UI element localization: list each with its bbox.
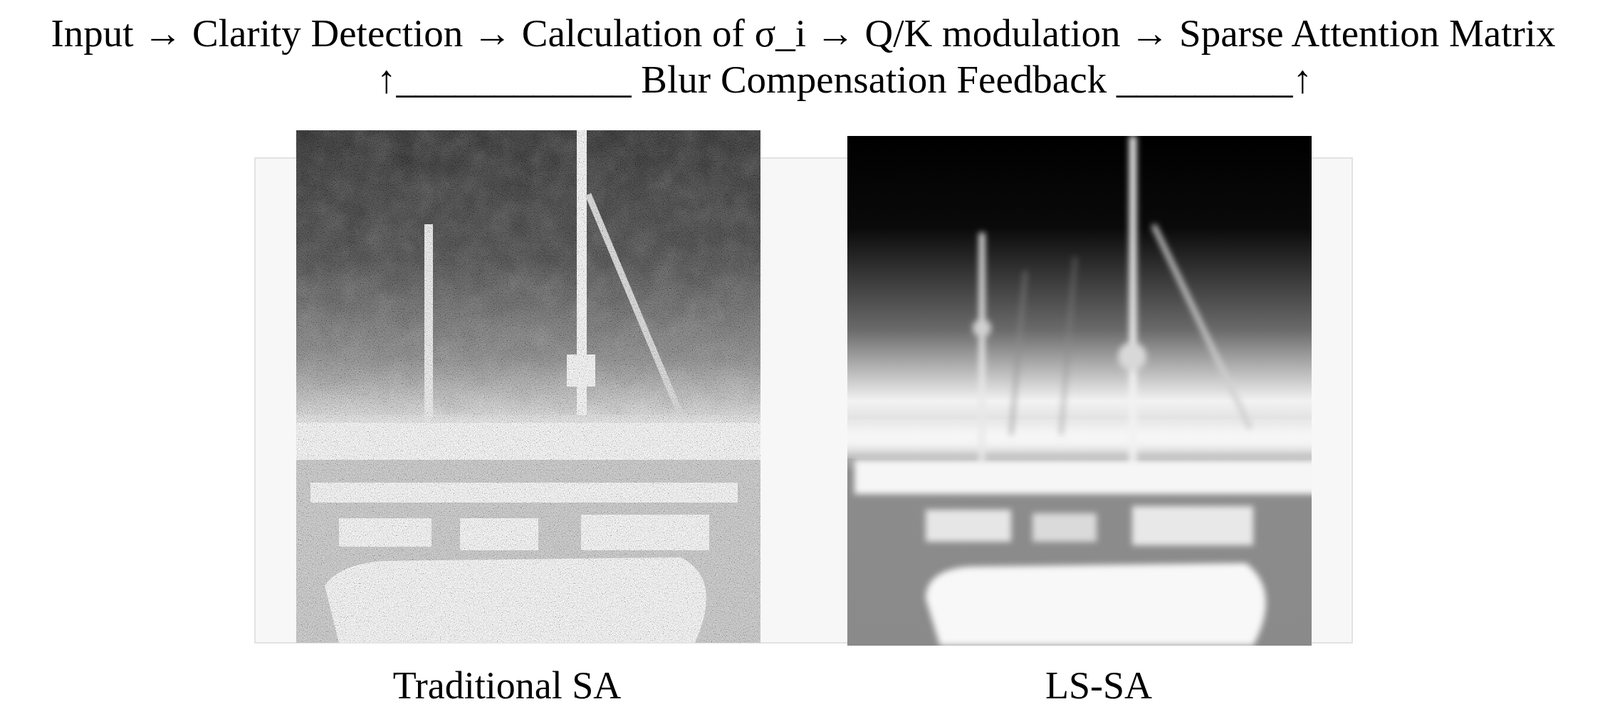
feedback-flow: ↑____________ Blur Compensation Feedback… bbox=[376, 58, 1313, 102]
image-caption: LS-SA bbox=[1045, 665, 1153, 708]
noisy-attention-map bbox=[296, 130, 761, 643]
process-flow: Input → Clarity Detection → Calculation … bbox=[50, 12, 1556, 56]
smooth-attention-map bbox=[847, 136, 1312, 646]
image-caption: Traditional SA bbox=[393, 665, 622, 708]
